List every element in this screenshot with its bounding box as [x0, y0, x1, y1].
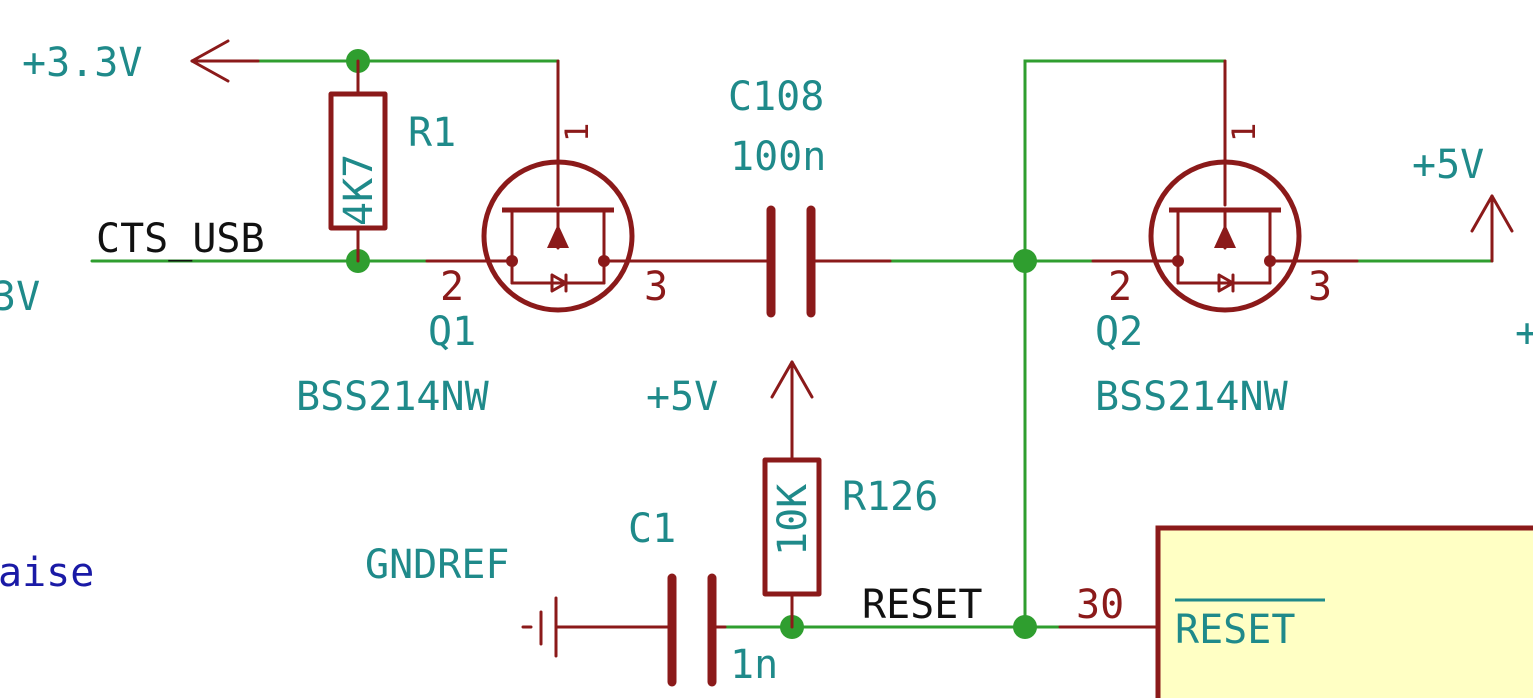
junction-dot: [1013, 615, 1037, 639]
ic-pin-number: 30: [1076, 582, 1124, 628]
power-3v3-label: +3.3V: [22, 40, 142, 86]
q1-pin-3: 3: [644, 264, 668, 310]
c1-ref: C1: [628, 506, 676, 552]
power-5v-right-symbol: +5V: [1412, 142, 1514, 263]
gndref-symbol: GNDREF: [365, 542, 672, 658]
ic-block: 30 RESET: [1058, 525, 1533, 698]
junction-dot: [1013, 249, 1037, 273]
r1-ref: R1: [408, 110, 456, 156]
wires: [90, 59, 1494, 629]
power-5v-mid-label: +5V: [646, 374, 718, 420]
q2-ref: Q2: [1095, 309, 1143, 355]
c108-ref: C108: [728, 74, 824, 120]
power-3v3-symbol: +3.3V: [22, 39, 260, 86]
q1-pin-1: 1: [558, 123, 596, 142]
resistor-r1: 4K7 R1: [328, 59, 456, 263]
net-label-reset: RESET: [862, 582, 982, 628]
gndref-label: GNDREF: [365, 542, 510, 588]
r126-value: 10K: [770, 484, 816, 556]
capacitor-c108: C108 100n: [728, 74, 892, 318]
net-label-cts-usb: CTS_USB: [96, 216, 265, 262]
partial-power-label-left: 3V: [0, 274, 40, 320]
partial-power-label-right: +: [1515, 310, 1533, 356]
ic-body: [1155, 525, 1533, 698]
resistor-r126: 10K R126: [762, 457, 938, 629]
r1-value: 4K7: [336, 154, 382, 226]
partial-text-left: aise: [0, 550, 94, 596]
power-5v-mid-symbol: +5V: [646, 360, 814, 462]
mosfet-q2: 2 3 1 Q2 BSS214NW: [1091, 59, 1359, 420]
q2-pin-3: 3: [1308, 264, 1332, 310]
q1-pin-2: 2: [440, 264, 464, 310]
r126-ref: R126: [842, 474, 938, 520]
c108-value: 100n: [730, 134, 826, 180]
q1-value: BSS214NW: [296, 374, 490, 420]
mosfet-q1: 2 3 1 Q1 BSS214NW: [296, 59, 763, 420]
q2-pin-1: 1: [1225, 123, 1263, 142]
power-5v-right-label: +5V: [1412, 142, 1484, 188]
c1-value: 1n: [730, 642, 778, 688]
q1-ref: Q1: [428, 309, 476, 355]
q2-value: BSS214NW: [1095, 374, 1289, 420]
capacitor-c1: C1 1n: [628, 506, 778, 688]
ic-pin-name: RESET: [1175, 607, 1295, 653]
wire-q2-drain-loop: [1023, 59, 1227, 263]
q2-pin-2: 2: [1108, 264, 1132, 310]
